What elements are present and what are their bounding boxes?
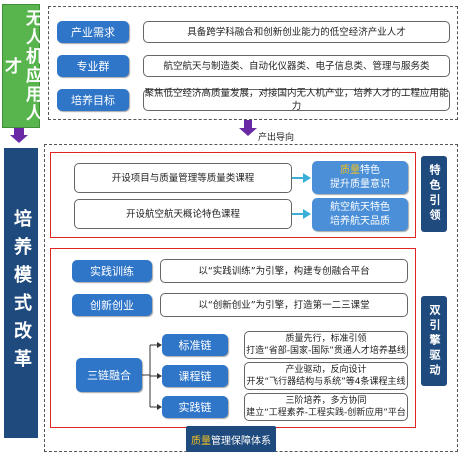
practice-chain-label: 实践链: [162, 396, 228, 418]
quality-feature-line2: 提升质量意识: [330, 178, 390, 190]
practice-label: 实践训练: [72, 260, 152, 282]
down-arrow-left-head: [10, 135, 28, 143]
innovation-label: 创新创业: [72, 294, 152, 316]
practice-chain-line1: 三阶培养，多方协同: [285, 396, 367, 406]
quality-feature-rest: 特色: [360, 164, 380, 176]
aerospace-feature-line2: 培养航天品质: [330, 215, 390, 227]
industry-demand-label: 产业需求: [57, 21, 129, 43]
training-goal-text: 聚焦低空经济高质量发展，对接国内无人机产业，培养人才的工程应用能力: [143, 88, 450, 112]
aerospace-course-text: 开设航空航天概论特色课程: [74, 199, 292, 229]
aerospace-feature-line1: 航空航天特色: [330, 201, 390, 213]
reform-label: 培养模式改革: [4, 148, 38, 438]
industry-demand-text: 具备跨学科融合和创新创业能力的低空经济产业人才: [143, 21, 450, 43]
major-group-label: 专业群: [57, 55, 129, 77]
practice-chain-line2: 建立“工程素养-工程实践-创新应用”平台: [246, 408, 406, 418]
course-chain-line2: 开发“飞行器结构与系统”等4条课程主线: [246, 377, 406, 387]
output-arrow-shaft: [244, 120, 252, 128]
chain-bracket: [142, 342, 162, 410]
output-arrow-head: [239, 128, 257, 136]
output-label: 产出导向: [258, 133, 295, 143]
arrow-aerospace: [292, 209, 311, 219]
course-chain-line1: 产业驱动，反向设计: [285, 365, 367, 375]
down-arrow-left: [14, 128, 24, 136]
practice-text: 以“实践训练”为引擎，构建专创融合平台: [160, 259, 408, 283]
aerospace-feature-box: 航空航天特色 培养航天品质: [312, 198, 408, 231]
quality-management-rest: 管理保障体系: [211, 435, 271, 447]
three-chain-label: 三链融合: [76, 358, 142, 392]
innovation-text: 以“创新创业”为引擎，打造第一二三课堂: [160, 293, 408, 317]
course-section: [50, 152, 416, 238]
standard-chain-line2: 打造“省部-国家-国际”贯通人才培养基线: [246, 346, 406, 356]
practice-chain-text: 三阶培养，多方协同 建立“工程素养-工程实践-创新应用”平台: [244, 393, 408, 421]
training-goal-label: 培养目标: [57, 89, 129, 111]
arrow-quality: [292, 173, 311, 183]
major-group-text: 航空航天与制造类、自动化仪器类、电子信息类、管理与服务类: [143, 55, 450, 77]
standard-chain-text: 质量先行，标准引领 打造“省部-国家-国际”贯通人才培养基线: [244, 331, 408, 359]
quality-management-hl: 质量: [191, 435, 211, 447]
quality-hl: 质量: [340, 164, 360, 176]
quality-management-label: 质量管理保障体系: [186, 426, 276, 452]
talent-label: 无人机应用人才: [1, 4, 42, 128]
quality-feature-box: 质量特色 提升质量意识: [312, 161, 408, 194]
feature-lead-label: 特色引领: [421, 156, 447, 232]
course-chain-label: 课程链: [162, 365, 228, 387]
course-chain-text: 产业驱动，反向设计 开发“飞行器结构与系统”等4条课程主线: [244, 362, 408, 390]
dual-engine-label: 双引擎驱动: [421, 296, 447, 386]
quality-course-text: 开设项目与质量管理等质量类课程: [74, 163, 292, 193]
standard-chain-line1: 质量先行，标准引领: [285, 334, 367, 344]
standard-chain-label: 标准链: [162, 334, 228, 356]
top-section: [48, 6, 458, 120]
